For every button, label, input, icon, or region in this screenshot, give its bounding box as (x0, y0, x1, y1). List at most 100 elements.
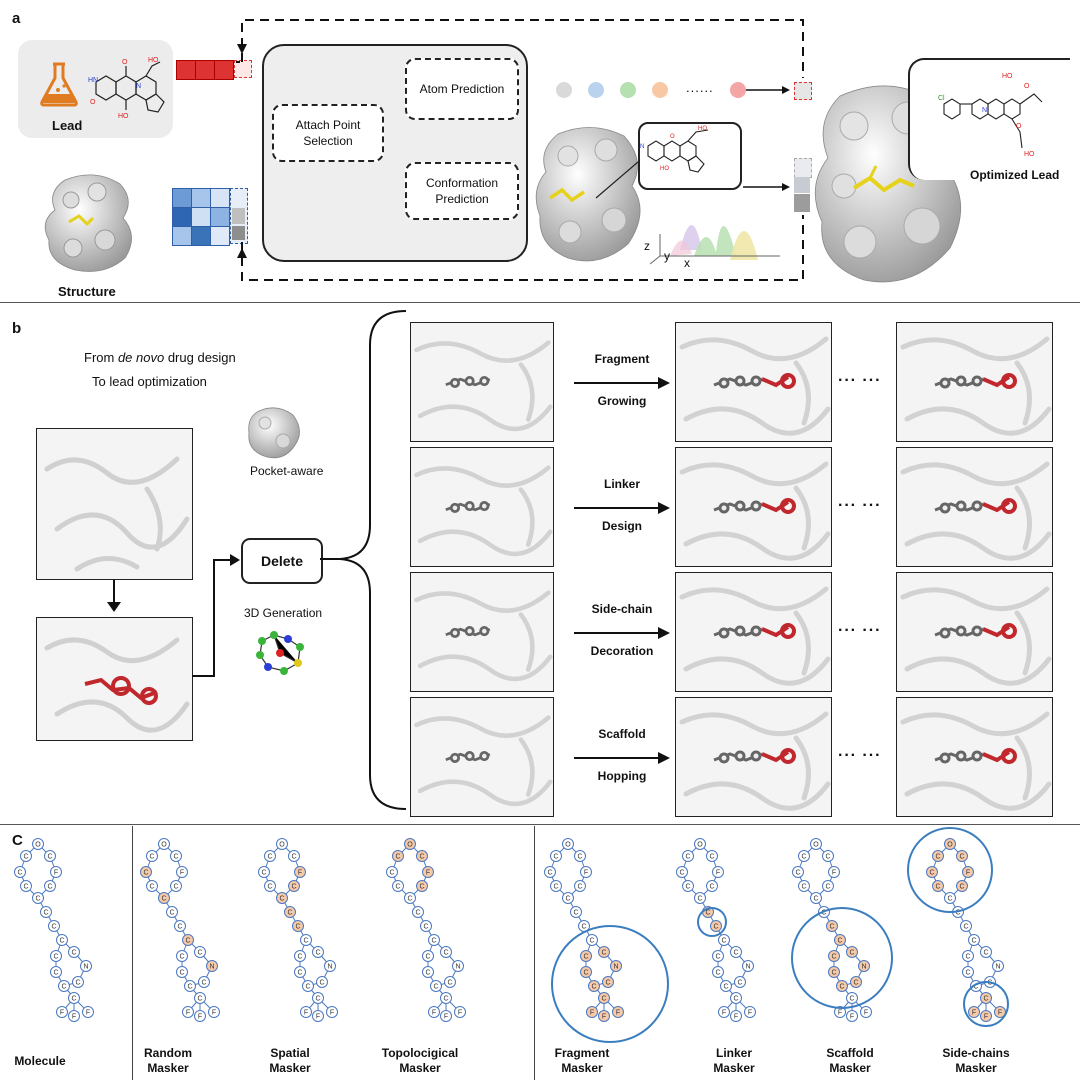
svg-text:C: C (723, 984, 728, 991)
svg-text:C: C (973, 984, 978, 991)
svg-text:C: C (395, 854, 400, 861)
svg-text:F: F (972, 1010, 976, 1017)
svg-text:C: C (315, 950, 320, 957)
axis-x-label: x (684, 256, 690, 270)
task-2-ellipsis: ··· ··· (838, 497, 882, 514)
pocket-aware-label: Pocket-aware (250, 464, 324, 478)
svg-text:F: F (850, 1014, 854, 1021)
inset-molecule: N O HO HO (640, 126, 709, 173)
svg-text:C: C (415, 910, 420, 917)
svg-text:C: C (61, 984, 66, 991)
svg-text:F: F (616, 1010, 620, 1017)
token-circles (556, 82, 756, 102)
svg-text:F: F (722, 1010, 726, 1017)
svg-text:F: F (716, 870, 720, 877)
svg-text:O: O (279, 842, 285, 849)
task-3-thumb-3 (896, 572, 1053, 692)
3d-molecule-icon (256, 631, 304, 675)
svg-text:C: C (443, 950, 448, 957)
pocket-molecule-inset (638, 122, 742, 190)
svg-text:C: C (71, 950, 76, 957)
svg-text:C: C (829, 924, 834, 931)
svg-text:C: C (971, 938, 976, 945)
svg-text:C: C (297, 954, 302, 961)
panel-a-letter: a (12, 10, 21, 27)
svg-text:C: C (577, 854, 582, 861)
svg-text:C: C (315, 996, 320, 1003)
svg-text:C: C (261, 870, 266, 877)
svg-text:N: N (982, 107, 987, 114)
svg-text:C: C (935, 854, 940, 861)
svg-text:C: C (581, 924, 586, 931)
svg-text:F: F (998, 1010, 1002, 1017)
protein-thumb-empty (36, 428, 193, 580)
svg-text:C: C (839, 984, 844, 991)
svg-text:C: C (929, 870, 934, 877)
divider-ab (0, 302, 1080, 303)
svg-text:N: N (136, 83, 141, 90)
svg-text:C: C (959, 854, 964, 861)
svg-text:C: C (197, 996, 202, 1003)
svg-text:F: F (590, 1010, 594, 1017)
svg-text:C: C (601, 950, 606, 957)
svg-text:C: C (197, 950, 202, 957)
svg-text:C: C (849, 996, 854, 1003)
svg-text:F: F (734, 1014, 738, 1021)
svg-text:C: C (955, 910, 960, 917)
lead-label: Lead (52, 118, 83, 133)
svg-text:C: C (143, 870, 148, 877)
svg-text:C: C (447, 980, 452, 987)
svg-text:C: C (547, 870, 552, 877)
svg-text:N: N (613, 964, 618, 971)
svg-text:O: O (122, 59, 128, 66)
svg-text:F: F (330, 1010, 334, 1017)
task-2-arrow (574, 501, 670, 514)
svg-text:F: F (198, 1014, 202, 1021)
svg-text:F: F (186, 1010, 190, 1017)
svg-text:F: F (864, 1010, 868, 1017)
pocket-protein (535, 127, 641, 262)
svg-text:HO: HO (1002, 73, 1013, 80)
svg-text:C: C (407, 896, 412, 903)
structure-protein (44, 174, 132, 272)
task-3-thumb-1 (410, 572, 554, 692)
svg-text:O: O (35, 842, 41, 849)
svg-text:C: C (431, 938, 436, 945)
svg-text:HO: HO (1024, 151, 1035, 158)
panel-b-intro-line1: From de novo drug design (84, 350, 236, 365)
svg-text:C: C (553, 884, 558, 891)
delete-button[interactable]: Delete (241, 538, 323, 584)
optimized-molecule: Cl HO O O HO N (938, 73, 1043, 158)
svg-text:C: C (187, 984, 192, 991)
svg-text:C: C (583, 970, 588, 977)
svg-text:F: F (432, 1010, 436, 1017)
svg-text:C: C (297, 970, 302, 977)
structure-label: Structure (58, 284, 116, 299)
svg-text:C: C (705, 910, 710, 917)
3d-generation-label: 3D Generation (244, 606, 323, 620)
inset-connector (595, 161, 639, 199)
task-3-label-line1: Side-chain (591, 602, 653, 616)
task-4-thumb-1 (410, 697, 554, 817)
svg-text:C: C (965, 970, 970, 977)
svg-text:C: C (51, 924, 56, 931)
svg-text:O: O (697, 842, 703, 849)
svg-text:C: C (565, 896, 570, 903)
svg-text:F: F (444, 1014, 448, 1021)
task-3-arrow (574, 626, 670, 639)
task-2-thumb-2 (675, 447, 832, 567)
task-1-thumb-1 (410, 322, 554, 442)
svg-text:C: C (831, 954, 836, 961)
svg-text:F: F (298, 870, 302, 877)
pocket-aware-protein (248, 407, 300, 459)
svg-text:C: C (291, 854, 296, 861)
